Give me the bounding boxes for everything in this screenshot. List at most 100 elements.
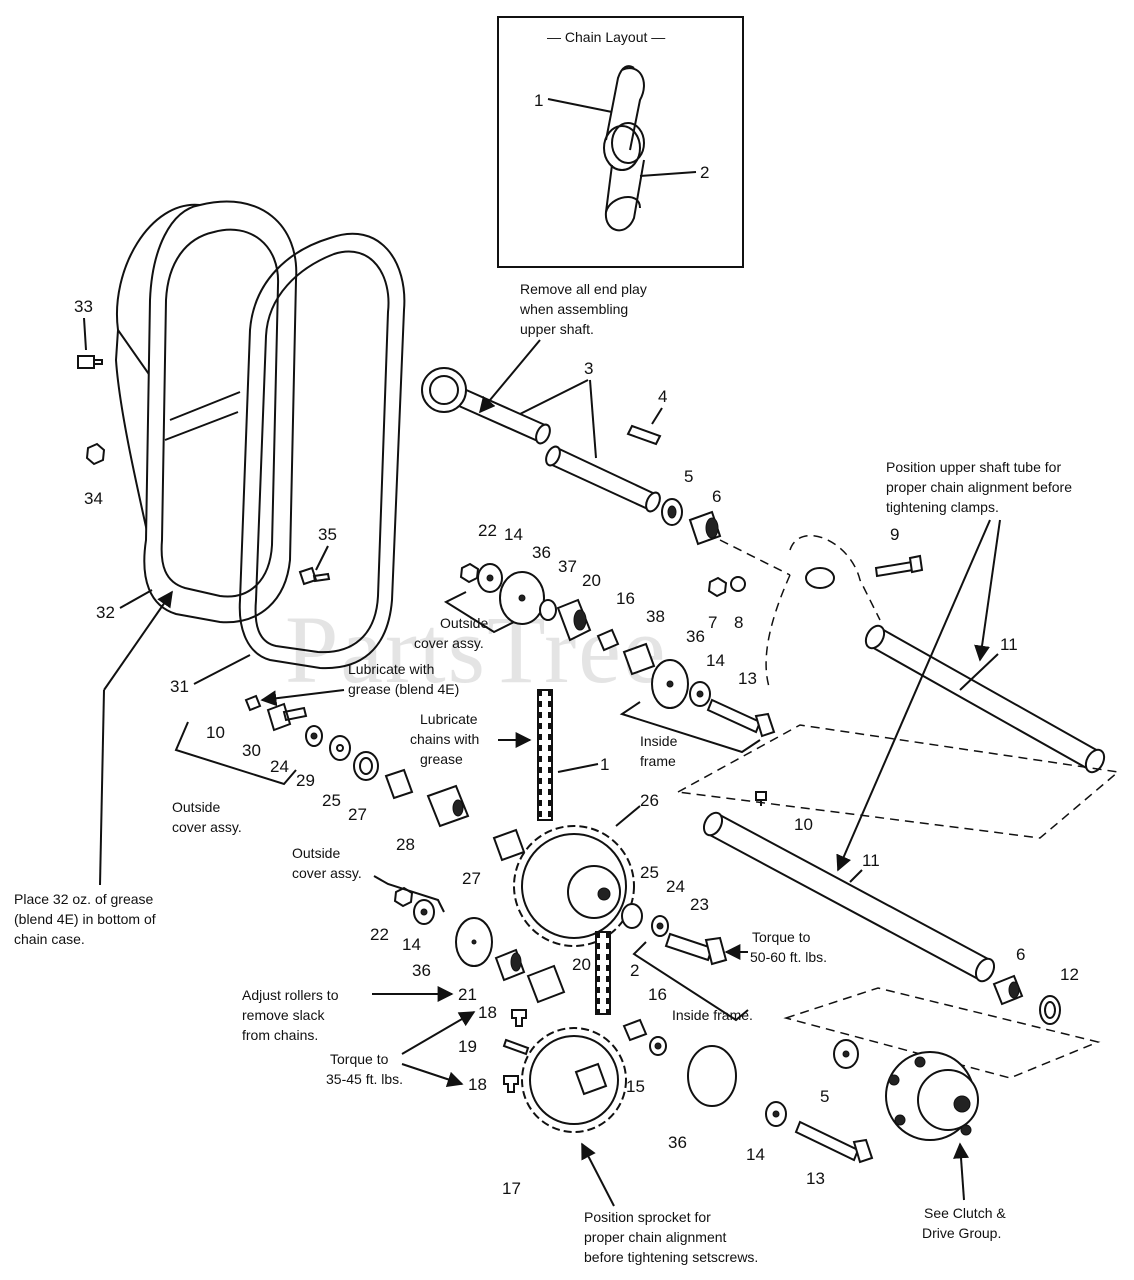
svg-text:20: 20 [572, 955, 591, 974]
callout-36b: 36 [686, 627, 705, 646]
washer-14d: 14 [746, 1101, 787, 1164]
callout-36a: 36 [532, 543, 551, 562]
svg-text:frame: frame [640, 753, 676, 769]
callout-10a: 10 [206, 723, 225, 742]
inset-label-1: 1 [534, 91, 613, 113]
callout-1: 1 [557, 755, 609, 774]
svg-text:5: 5 [820, 1087, 829, 1106]
note-remove-end-play: Remove all end play when assembling uppe… [478, 281, 647, 414]
svg-text:11: 11 [1000, 635, 1018, 654]
note-clutch: See Clutch & Drive Group. [922, 1142, 1006, 1241]
svg-text:Adjust rollers to: Adjust rollers to [242, 987, 339, 1003]
svg-text:chains with: chains with [410, 731, 479, 747]
seal-12: 12 [1039, 965, 1079, 1025]
svg-text:37: 37 [558, 557, 577, 576]
inset-title: — Chain Layout — [547, 29, 665, 45]
svg-text:Place 32 oz. of grease: Place 32 oz. of grease [14, 891, 154, 907]
clamp-bracket [719, 534, 881, 691]
clutch-hub [885, 1051, 979, 1141]
callout-37: 37 [558, 557, 577, 576]
svg-text:31: 31 [170, 677, 189, 696]
svg-text:27: 27 [462, 869, 481, 888]
svg-text:(blend 4E) in bottom of: (blend 4E) in bottom of [14, 911, 156, 927]
note-position-sprocket: Position sprocket for proper chain align… [581, 1142, 758, 1265]
callout-9: 9 [874, 525, 924, 578]
callout-38: 38 [646, 607, 665, 626]
callout-25b: 25 [621, 863, 659, 929]
svg-text:5: 5 [684, 467, 693, 486]
svg-text:36: 36 [668, 1133, 687, 1152]
svg-text:Remove all end play: Remove all end play [520, 281, 647, 297]
svg-text:24: 24 [270, 757, 289, 776]
note-inside-frame-1: Inside frame [619, 701, 761, 769]
svg-text:32: 32 [96, 603, 115, 622]
callout-14a: 14 [504, 525, 523, 544]
svg-text:See Clutch &: See Clutch & [924, 1205, 1006, 1221]
svg-text:1: 1 [534, 91, 543, 110]
svg-text:28: 28 [396, 835, 415, 854]
svg-text:6: 6 [712, 487, 721, 506]
callout-22a: 22 [478, 521, 497, 540]
callout-26: 26 [615, 791, 659, 827]
svg-text:Position upper shaft tube for: Position upper shaft tube for [886, 459, 1061, 475]
inset-label-2: 2 [639, 163, 709, 182]
callout-25a: 25 [322, 791, 341, 810]
setscrew-18b: 18 [468, 1075, 519, 1094]
svg-text:13: 13 [806, 1169, 825, 1188]
bolt-23: 23 [664, 895, 728, 966]
svg-text:cover assy.: cover assy. [172, 819, 242, 835]
svg-text:upper shaft.: upper shaft. [520, 321, 594, 337]
callout-16a: 16 [616, 589, 635, 608]
roller-20b: 20 [526, 955, 591, 1004]
callout-3: 3 [519, 359, 597, 459]
svg-text:10: 10 [206, 723, 225, 742]
callout-10b: 10 [755, 791, 813, 834]
svg-text:6: 6 [1016, 945, 1025, 964]
callout-13a: 13 [738, 669, 757, 688]
chain-layout-inset: — Chain Layout — 1 2 [497, 16, 744, 268]
svg-text:Lubricate: Lubricate [420, 711, 478, 727]
svg-text:36: 36 [412, 961, 431, 980]
svg-text:Position sprocket for: Position sprocket for [584, 1209, 711, 1225]
svg-text:14: 14 [746, 1145, 765, 1164]
svg-text:33: 33 [74, 297, 93, 316]
svg-text:20: 20 [582, 571, 601, 590]
svg-text:Outside: Outside [292, 845, 340, 861]
svg-text:30: 30 [242, 741, 261, 760]
note-outside-cover-2: Outside cover assy. [172, 721, 297, 835]
outside-cover-assy-lower [393, 886, 493, 967]
svg-text:14: 14 [504, 525, 523, 544]
callout-6a: 6 [688, 487, 721, 546]
svg-text:4: 4 [658, 387, 667, 406]
svg-text:16: 16 [616, 589, 635, 608]
bolt-13b: 13 [794, 1120, 874, 1188]
washer-5b: 5 [820, 1039, 859, 1106]
outside-cover-assy-middle [244, 694, 470, 828]
svg-text:Drive Group.: Drive Group. [922, 1225, 1001, 1241]
svg-text:14: 14 [402, 935, 421, 954]
callout-27a: 27 [348, 805, 367, 824]
note-lubricate-chains: Lubricate chains with grease [410, 711, 532, 767]
chain-case-housing [114, 200, 298, 624]
svg-text:38: 38 [646, 607, 665, 626]
svg-text:proper chain alignment: proper chain alignment [584, 1229, 727, 1245]
svg-text:17: 17 [502, 1179, 521, 1198]
note-place-grease: Place 32 oz. of grease (blend 4E) in bot… [14, 590, 173, 947]
svg-text:grease: grease [420, 751, 463, 767]
roller-27b: 27 [462, 828, 526, 888]
callout-5a: 5 [661, 467, 693, 526]
chain-case-gasket [238, 232, 406, 670]
svg-text:35-45 ft. lbs.: 35-45 ft. lbs. [326, 1071, 403, 1087]
callout-34: 34 [84, 442, 106, 508]
upper-shaft [421, 367, 661, 513]
callout-8: 8 [730, 576, 746, 632]
callout-24a: 24 [270, 757, 289, 776]
svg-text:29: 29 [296, 771, 315, 790]
sprocket-26 [513, 825, 635, 947]
callout-17: 17 [502, 1179, 521, 1198]
svg-text:Lubricate with: Lubricate with [348, 661, 434, 677]
svg-text:8: 8 [734, 613, 743, 632]
callout-29: 29 [296, 771, 315, 790]
callout-36c: 36 [412, 961, 431, 980]
callout-24b: 24 [651, 877, 685, 937]
